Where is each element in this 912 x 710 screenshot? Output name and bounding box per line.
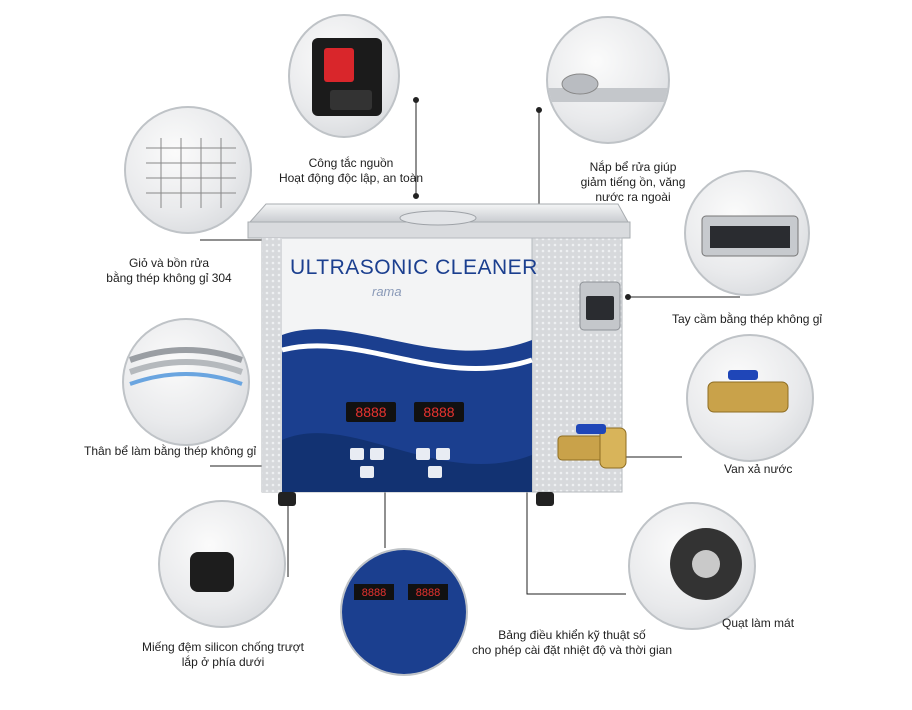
svg-text:8888: 8888 bbox=[416, 587, 440, 599]
ultrasonic-cleaner-illustration: 8888 8888 bbox=[247, 203, 631, 506]
silicone-foot-icon bbox=[190, 552, 234, 592]
lid-detail bbox=[546, 16, 670, 144]
valve-icon bbox=[707, 370, 789, 413]
device-title: ULTRASONIC CLEANER bbox=[290, 256, 538, 279]
callout-feet: Miếng đệm silicon chống trượt lắp ở phía… bbox=[142, 640, 304, 669]
steel-layers-icon bbox=[128, 347, 244, 386]
fan-detail bbox=[628, 502, 756, 630]
callout-basket: Giỏ và bồn rửa bằng thép không gỉ 304 bbox=[106, 256, 232, 285]
device-brand: rama bbox=[372, 284, 402, 299]
svg-text:8888: 8888 bbox=[423, 404, 454, 420]
callout-power-switch: Công tắc nguồn Hoạt động độc lập, an toà… bbox=[278, 156, 424, 185]
wire-basket-icon bbox=[146, 138, 236, 208]
power-switch-detail bbox=[288, 14, 400, 138]
handle-detail bbox=[684, 170, 810, 296]
svg-text:8888: 8888 bbox=[362, 587, 386, 599]
power-switch-icon bbox=[312, 38, 382, 116]
callout-valve: Van xả nước bbox=[724, 462, 793, 476]
panel-detail: 8888 8888 bbox=[340, 548, 468, 676]
lid-knob-icon bbox=[548, 73, 668, 102]
callout-lid: Nắp bể rửa giúp giảm tiếng ồn, văng nước… bbox=[580, 160, 686, 204]
callout-handle: Tay cầm bằng thép không gỉ bbox=[672, 312, 823, 326]
basket-detail bbox=[124, 106, 252, 234]
control-panel-icon: 8888 8888 bbox=[342, 550, 466, 674]
body-detail bbox=[122, 318, 250, 446]
callout-fan: Quạt làm mát bbox=[722, 616, 795, 630]
svg-text:8888: 8888 bbox=[355, 404, 386, 420]
callout-panel: Bảng điều khiển kỹ thuật số cho phép cài… bbox=[471, 628, 672, 657]
valve-detail bbox=[686, 334, 814, 462]
callout-body: Thân bể làm bằng thép không gỉ bbox=[84, 444, 257, 458]
fan-icon bbox=[670, 528, 742, 600]
handle-icon bbox=[701, 215, 799, 257]
feet-detail bbox=[158, 500, 286, 628]
